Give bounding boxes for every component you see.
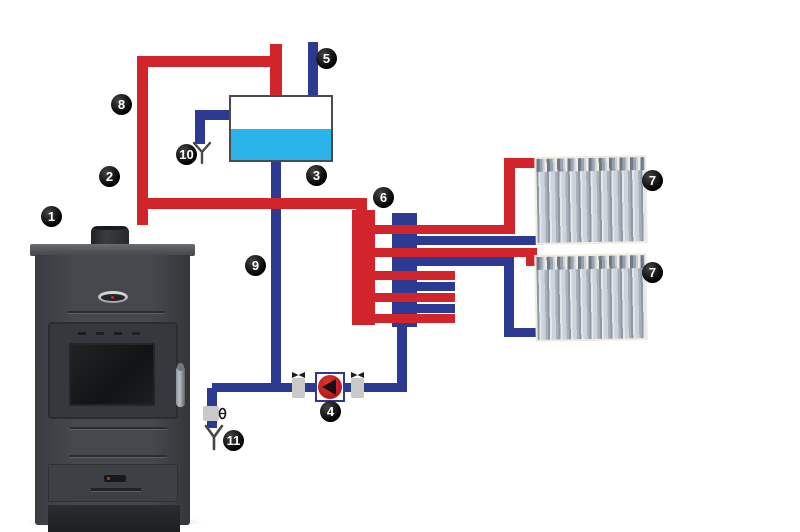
- return-branch-3-stub: [417, 282, 455, 291]
- tank-water-level: [231, 129, 331, 160]
- callout-4: 4: [320, 401, 341, 422]
- return-manifold-drop: [397, 327, 407, 388]
- safety-pipe-vertical: [137, 57, 148, 225]
- callout-7b: 7: [642, 262, 663, 283]
- wood-stove-boiler: [25, 226, 205, 532]
- expansion-tank: [229, 95, 333, 162]
- supply-branch-1-riser: [504, 158, 515, 234]
- callout-5: 5: [316, 48, 337, 69]
- pump-line-horizontal: [212, 383, 407, 392]
- radiator-sections: [536, 268, 646, 340]
- ash-drawer: [48, 464, 178, 502]
- tank-inlet-pipe: [270, 44, 282, 95]
- circulation-pump: [315, 372, 345, 402]
- base-compartment: [48, 505, 180, 532]
- stove-top-plate: [30, 244, 195, 256]
- supply-branch-2: [375, 248, 537, 257]
- drain-valve-lever-icon: [218, 407, 227, 420]
- drain-funnel-icon: [204, 424, 224, 451]
- door-vent: [96, 332, 104, 335]
- callout-3: 3: [306, 165, 327, 186]
- callout-6: 6: [373, 187, 394, 208]
- drain-valve-body: [203, 406, 219, 421]
- callout-1: 1: [41, 206, 62, 227]
- valve-handle-icon: [351, 372, 364, 378]
- door-vent: [114, 332, 122, 335]
- radiator-1: [534, 155, 648, 245]
- pump-icon: [318, 375, 342, 399]
- callout-10: 10: [176, 144, 197, 165]
- stove-door: [48, 322, 185, 419]
- callout-7a: 7: [642, 170, 663, 191]
- overflow-funnel-icon: [192, 141, 212, 165]
- safety-pipe-top-horizontal: [137, 56, 282, 67]
- supply-manifold: [352, 210, 375, 325]
- overflow-pipe-vertical: [195, 110, 205, 144]
- pump-isolation-valve-right: [351, 378, 364, 398]
- valve-handle-icon: [292, 372, 305, 378]
- panel-groove: [70, 427, 167, 429]
- radiator-sections: [536, 170, 646, 243]
- pump-isolation-valve-left: [292, 378, 305, 398]
- supply-branch-5-stub: [375, 314, 455, 323]
- panel-groove: [68, 311, 165, 313]
- supply-branch-1: [375, 225, 515, 234]
- drawer-latch-dot: [107, 477, 110, 480]
- brand-badge-icon: [98, 291, 128, 303]
- door-vent: [132, 332, 140, 335]
- stove-body: [35, 255, 190, 532]
- panel-groove: [70, 455, 167, 457]
- supply-branch-1-to-radiator: [504, 158, 544, 168]
- overflow-pipe-horizontal: [198, 110, 230, 120]
- return-branch-1: [417, 236, 543, 245]
- callout-11: 11: [223, 430, 244, 451]
- callout-8: 8: [111, 94, 132, 115]
- radiator-2: [534, 253, 648, 342]
- supply-manifold-inlet: [356, 198, 367, 214]
- door-handle: [176, 363, 185, 407]
- return-branch-2-to-radiator: [504, 328, 544, 337]
- door-vent: [78, 332, 86, 335]
- tank-return-pipe: [271, 160, 281, 388]
- boiler-supply-horizontal: [137, 198, 367, 209]
- drawer-handle: [91, 488, 141, 491]
- callout-9: 9: [245, 255, 266, 276]
- vent-pipe: [308, 42, 318, 95]
- return-branch-2-drop: [504, 257, 514, 337]
- return-branch-4-stub: [417, 304, 455, 313]
- drawer-latch: [104, 475, 126, 482]
- return-branch-2: [417, 257, 514, 266]
- callout-2: 2: [99, 166, 120, 187]
- door-glass-window: [69, 343, 155, 406]
- supply-branch-4-stub: [375, 293, 455, 302]
- supply-branch-3-stub: [375, 271, 455, 280]
